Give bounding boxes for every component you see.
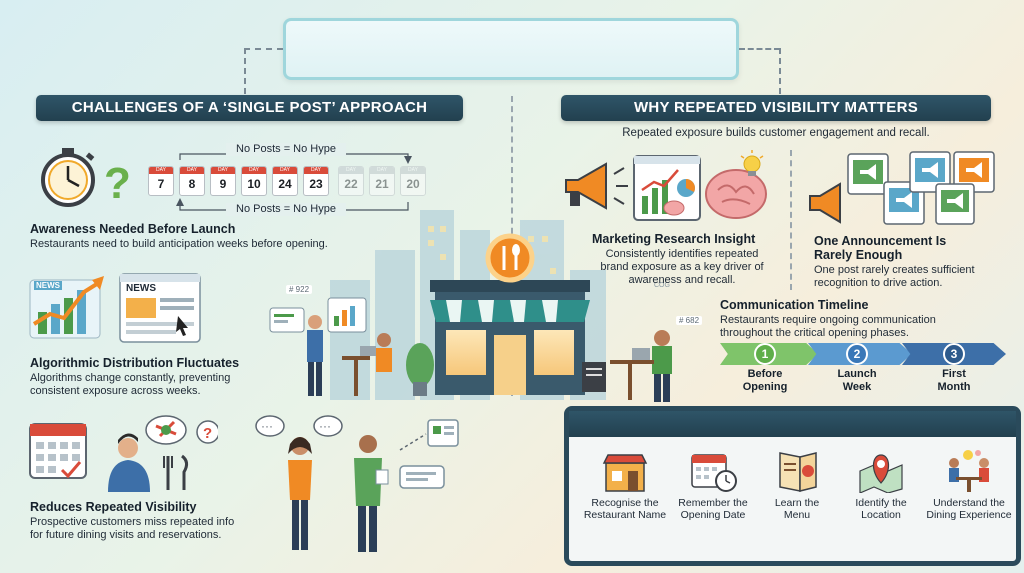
announcement-line-1: One post rarely creates sufficient — [814, 264, 975, 276]
challenge-2-text-1: Algorithms change constantly, preventing — [30, 372, 231, 384]
marketing-insight-icons — [565, 150, 767, 221]
timeline-step-1-label-1: Before — [747, 368, 783, 380]
scene-tag-3: COG — [654, 282, 670, 289]
timeline-step-2-badge: 2 — [846, 343, 868, 365]
laptop-person-icon — [610, 330, 672, 402]
outcome-label-4a: Identify the — [855, 497, 907, 509]
outcome-label-3a: Learn the — [774, 497, 820, 509]
timeline-step-2-label-1: Launch — [837, 368, 877, 380]
challenge-3-text-2: for future dining visits and reservation… — [30, 529, 222, 541]
dining-people-icon — [949, 450, 989, 492]
announcement-line-2: recognition to drive action. — [814, 277, 943, 289]
marketing-insight-line-3: awareness and recall. — [628, 274, 736, 286]
outcomes-panel: Recognise the Restaurant Name Remember t… — [564, 406, 1021, 566]
connector-left-down — [244, 48, 246, 94]
marketing-insight-line-2: brand exposure as a key driver of — [600, 261, 764, 273]
timeline-title: Communication Timeline — [720, 298, 869, 312]
announcement-icons — [809, 151, 995, 225]
svg-text:?: ? — [104, 159, 131, 208]
scene-tag-2: # 682 — [676, 316, 703, 325]
timeline-step-3-badge: 3 — [943, 343, 965, 365]
outcome-item: Learn the Menu — [753, 449, 841, 521]
challenge-3-text-1: Prospective customers miss repeated info — [30, 516, 235, 528]
timeline-step-1-badge: 1 — [754, 343, 776, 365]
timeline-step-3-label-1: First — [942, 368, 966, 380]
right-subtitle: Repeated exposure builds customer engage… — [622, 127, 930, 139]
scene-tag-1: # 922 — [286, 285, 313, 294]
location-pin-icon — [859, 454, 903, 493]
timeline-line-2: throughout the critical opening phases. — [720, 327, 909, 339]
outcome-item: Remember the Opening Date — [669, 449, 757, 521]
people-talking-icon: ··· ··· — [255, 415, 459, 552]
marketing-insight-line-1: Consistently identifies repeated — [605, 248, 759, 260]
outcome-label-2a: Remember the — [678, 497, 748, 509]
restaurant-icon — [602, 454, 648, 492]
announcement-title-1: One Announcement Is — [814, 234, 947, 248]
outcome-label-2b: Opening Date — [680, 509, 746, 521]
restaurant-scene — [269, 210, 606, 400]
outcome-label-1a: Recognise the — [591, 497, 659, 509]
challenge-1-text: Restaurants need to build anticipation w… — [30, 238, 328, 250]
calendar-top-label: No Posts = No Hype — [226, 143, 346, 156]
outcome-label-5b: Dining Experience — [926, 509, 1012, 521]
timeline-step-1-label-2: Opening — [742, 381, 788, 393]
outcome-item: Identify the Location — [837, 449, 925, 521]
svg-text:?: ? — [203, 425, 212, 442]
right-divider — [790, 150, 792, 290]
news-label: NEWS — [126, 283, 156, 294]
connector-right — [739, 48, 780, 50]
connector-right-down — [779, 48, 781, 94]
connector-left — [244, 48, 283, 50]
outcomes-header — [569, 411, 1016, 437]
calendar-clock-icon — [691, 454, 737, 492]
outcome-label-5a: Understand the — [933, 497, 1005, 509]
stopwatch-icon: ? — [41, 148, 131, 208]
calendar-bottom-label: No Posts = No Hype — [226, 203, 346, 216]
marketing-insight-title: Marketing Research Insight — [592, 232, 756, 246]
challenge-2-text-2: consistent exposure across weeks. — [30, 385, 201, 397]
challenge-2-title: Algorithmic Distribution Fluctuates — [30, 356, 240, 370]
challenge-3-title: Reduces Repeated Visibility — [30, 500, 197, 514]
outcome-item: Recognise the Restaurant Name — [581, 449, 669, 521]
right-banner: WHY REPEATED VISIBILITY MATTERS — [561, 95, 991, 121]
challenge-1-title: Awareness Needed Before Launch — [30, 222, 236, 236]
calendar-thinking-icon: ? — [29, 415, 218, 492]
announcement-title-2: Rarely Enough — [814, 248, 903, 262]
left-banner: CHALLENGES OF A ‘SINGLE POST’ APPROACH — [36, 95, 463, 121]
title-box — [283, 18, 739, 80]
timeline-step-3-label-2: Month — [937, 381, 971, 393]
outcome-label-4b: Location — [861, 509, 901, 521]
timeline-line-1: Restaurants require ongoing communicatio… — [720, 314, 936, 326]
timeline-step-2-label-2: Week — [842, 381, 872, 393]
svg-text:···: ··· — [319, 419, 331, 433]
menu-icon — [779, 452, 817, 492]
news-label-small: NEWS — [34, 281, 62, 290]
news-chart-icon — [29, 273, 201, 343]
svg-text:···: ··· — [261, 419, 273, 433]
outcome-item: Understand the Dining Experience — [921, 449, 1017, 521]
outcome-label-3b: Menu — [783, 509, 811, 521]
outcome-label-1b: Restaurant Name — [583, 509, 667, 521]
